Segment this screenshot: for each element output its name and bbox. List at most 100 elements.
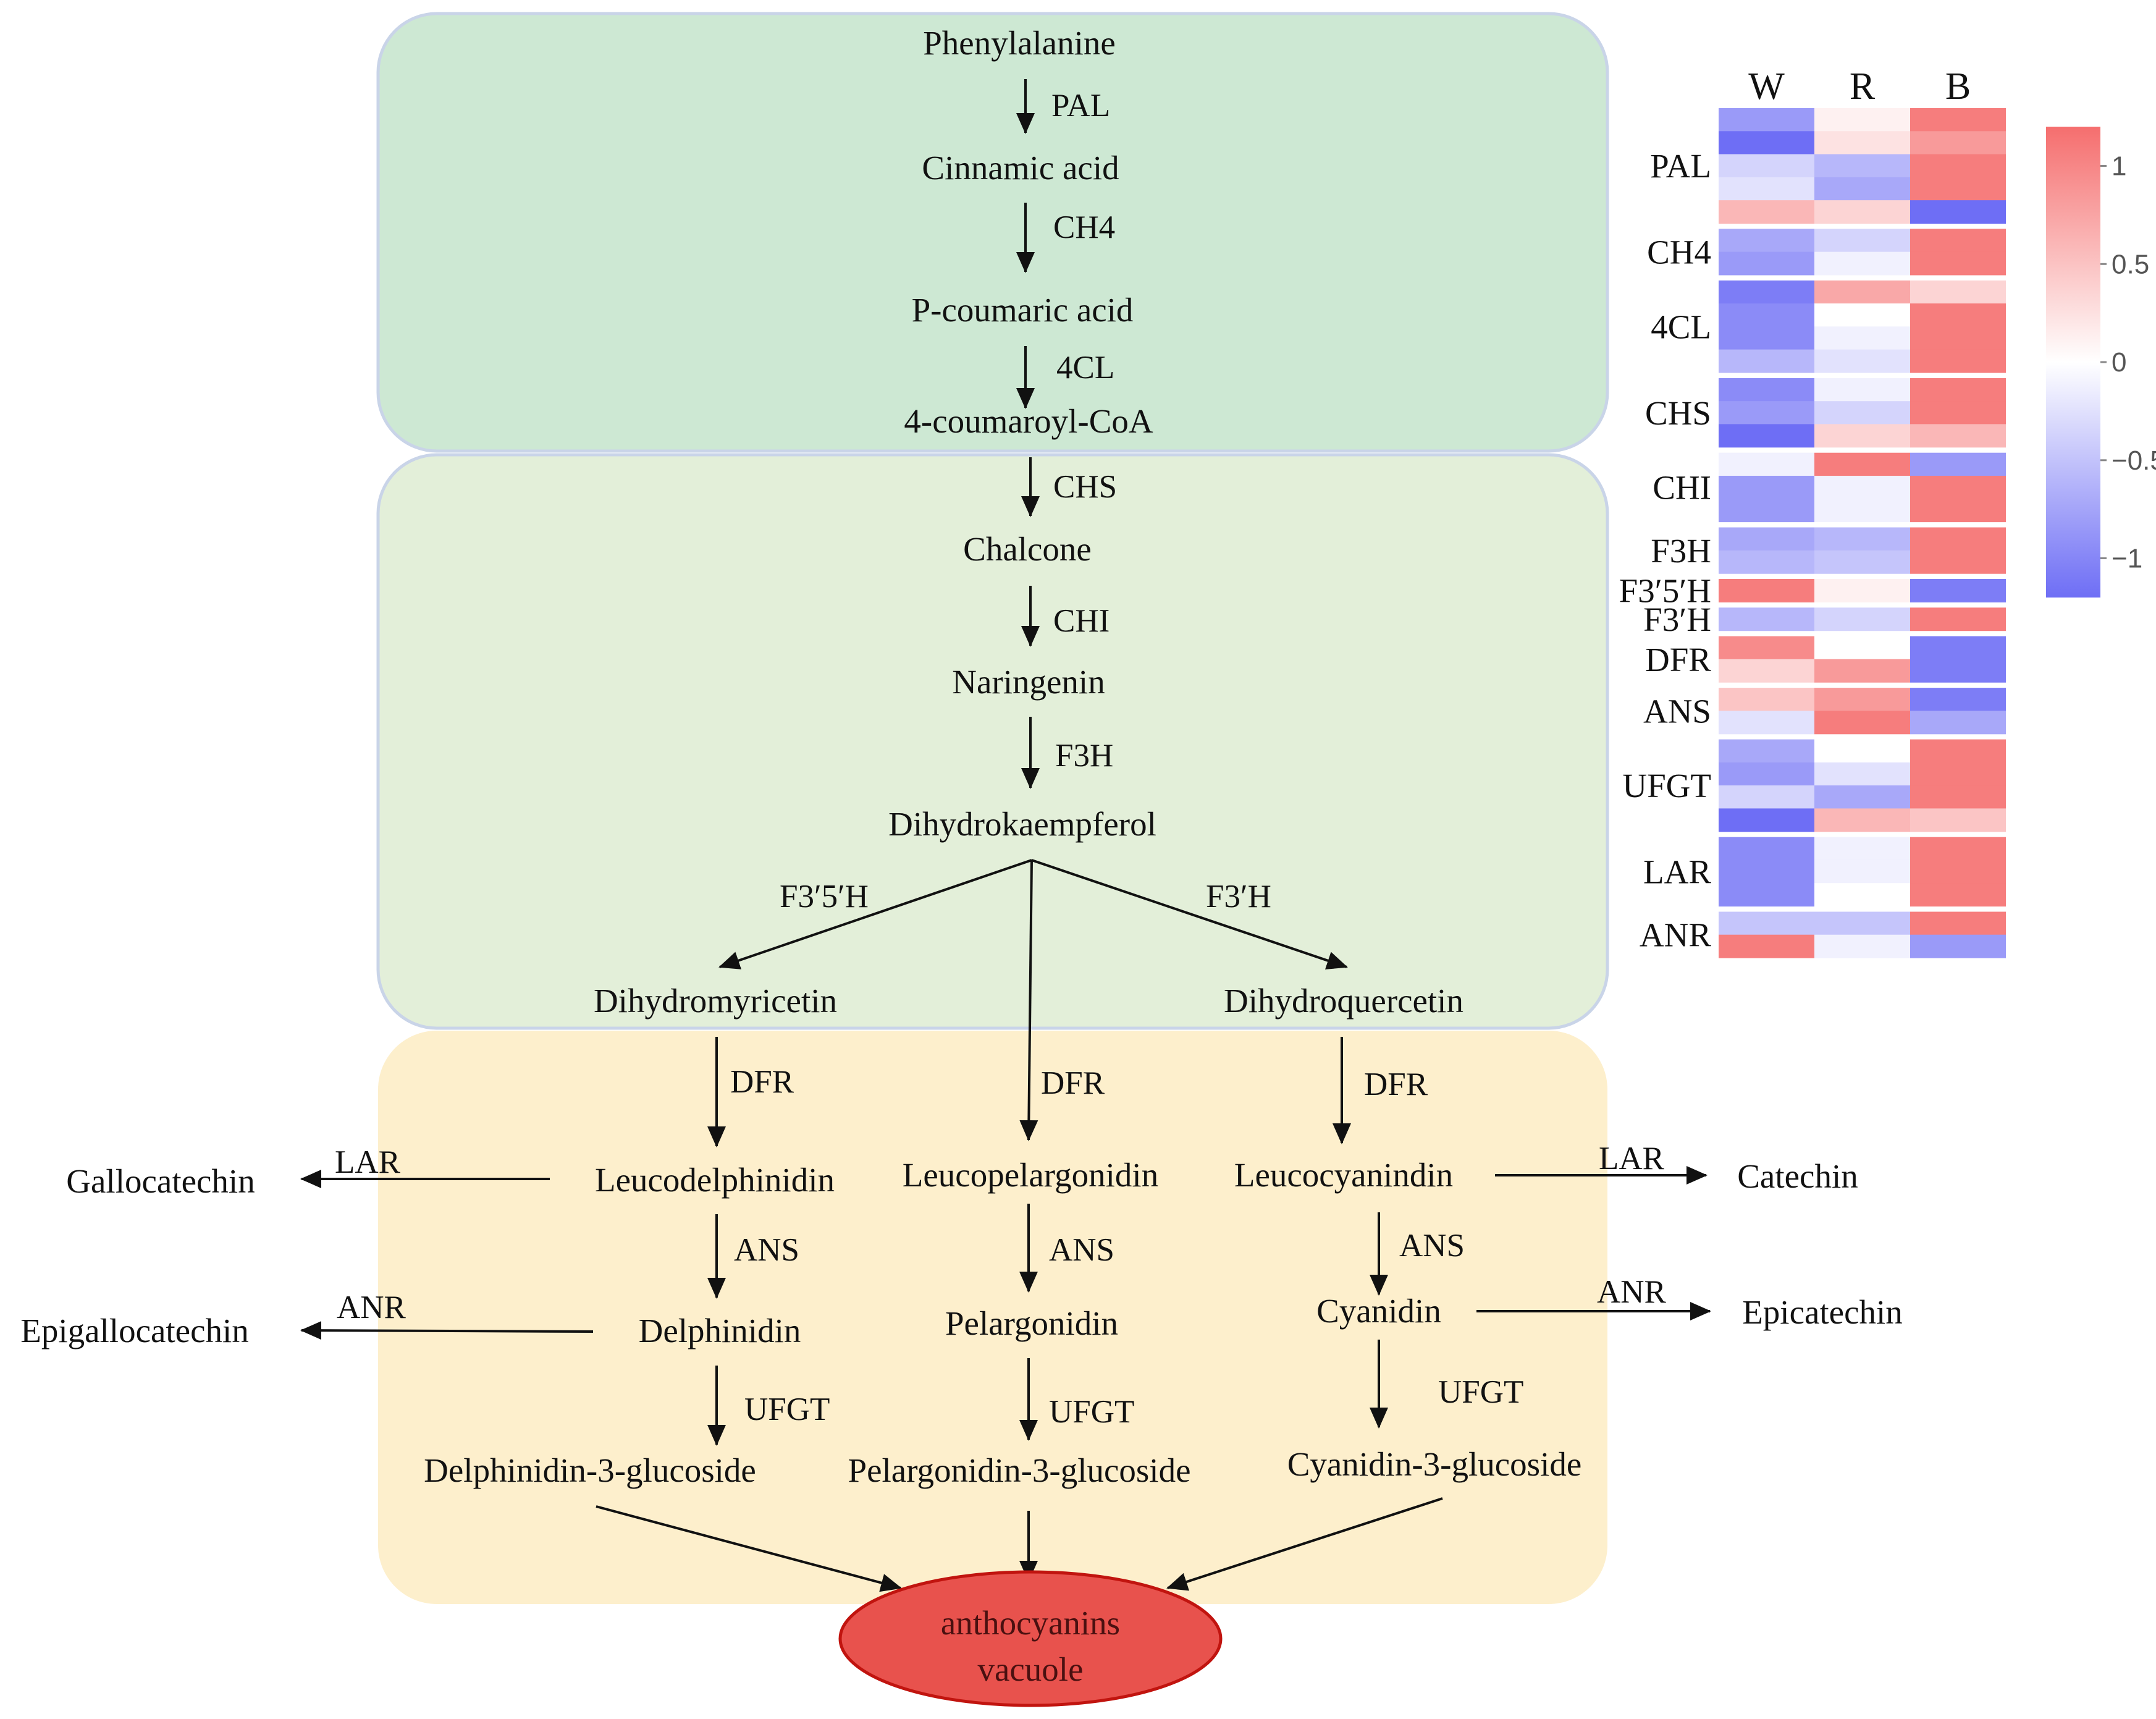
heatmap-cell — [1814, 934, 1910, 958]
node-dihydroquercetin: Dihydroquercetin — [1224, 982, 1463, 1020]
heatmap-cell — [1814, 911, 1910, 936]
heatmap-cell — [1719, 499, 1814, 523]
heatmap-cell — [1719, 607, 1814, 631]
heatmap-column-r: R — [1850, 65, 1876, 108]
enzyme-ufgt-left: UFGT — [744, 1392, 830, 1427]
heatmap-column-w: W — [1748, 65, 1785, 108]
heatmap-cell — [1910, 739, 2006, 763]
heatmap-cell — [1719, 785, 1814, 809]
heatmap-cell — [1910, 837, 2006, 861]
heatmap-gene-pal: PAL — [1650, 147, 1711, 185]
heatmap-gene-f35h: F3′5′H — [1619, 572, 1711, 610]
heatmap-cell — [1814, 607, 1910, 631]
heatmap-cell — [1814, 579, 1910, 602]
colorbar-ticks: 10.50−0.5−1 — [2100, 151, 2156, 574]
heatmap-cell — [1910, 579, 2006, 602]
enzyme-f3h: F3H — [1055, 738, 1113, 774]
heatmap-cell — [1910, 326, 2006, 350]
heatmap-cell — [1719, 154, 1814, 178]
vacuole-label-line2: vacuole — [977, 1650, 1083, 1688]
heatmap-cell — [1719, 711, 1814, 735]
enzyme-f3ph: F3′H — [1206, 879, 1271, 914]
heatmap-cell — [1910, 476, 2006, 499]
heatmap-cell — [1719, 424, 1814, 448]
heatmap-cell — [1910, 762, 2006, 786]
heatmap-gene-ans: ANS — [1643, 692, 1711, 730]
heatmap-cell — [1814, 108, 1910, 132]
heatmap-cell — [1814, 527, 1910, 551]
heatmap-cell — [1910, 607, 2006, 631]
heatmap-gene-f3h: F3H — [1651, 532, 1711, 570]
heatmap-cell — [1814, 131, 1910, 155]
arrow-delphinidin-epigallocatechin — [300, 1321, 594, 1340]
node-delphinidin-3-glucoside: Delphinidin-3-glucoside — [424, 1451, 756, 1489]
heatmap-cell — [1719, 579, 1814, 602]
heatmap-cell — [1814, 550, 1910, 574]
enzyme-dfr-middle: DFR — [1041, 1065, 1105, 1101]
heatmap-cell — [1814, 349, 1910, 373]
heatmap-cell — [1719, 303, 1814, 327]
heatmap-cell — [1814, 837, 1910, 861]
metabolite-labels: Phenylalanine Cinnamic acid P-coumaric a… — [20, 24, 1903, 1489]
heatmap-cell — [1814, 200, 1910, 224]
heatmap-cell — [1910, 550, 2006, 574]
node-pelargonidin-3-glucoside: Pelargonidin-3-glucoside — [848, 1451, 1191, 1489]
enzyme-dfr-left: DFR — [730, 1064, 794, 1100]
heatmap-cell — [1719, 131, 1814, 155]
heatmap-cell — [1719, 200, 1814, 224]
enzyme-ans-middle: ANS — [1049, 1232, 1114, 1268]
heatmap-cell — [1719, 688, 1814, 711]
heatmap-cell — [1814, 688, 1910, 711]
arrow-dhk-dhq — [1031, 859, 1348, 969]
heatmap-cell — [1814, 229, 1910, 253]
heatmap-cell — [1910, 883, 2006, 907]
heatmap-cell — [1910, 785, 2006, 809]
vacuole-label-line1: anthocyanins — [941, 1604, 1120, 1642]
heatmap-cell — [1814, 762, 1910, 786]
heatmap-cell — [1910, 251, 2006, 276]
node-leucocyanindin: Leucocyanindin — [1234, 1156, 1453, 1194]
heatmap-cell — [1719, 280, 1814, 304]
heatmap-cell — [1814, 326, 1910, 350]
heatmap-cell — [1910, 200, 2006, 224]
heatmap-cell — [1719, 108, 1814, 132]
heatmap-gene-lar: LAR — [1643, 853, 1711, 891]
enzyme-ans-left: ANS — [734, 1232, 799, 1268]
heatmap-cell — [1719, 837, 1814, 861]
heatmap-cell — [1814, 154, 1910, 178]
enzyme-lar-right: LAR — [1599, 1141, 1665, 1176]
heatmap-cell — [1814, 636, 1910, 660]
heatmap-cell — [1814, 280, 1910, 304]
heatmap-cell — [1719, 378, 1814, 402]
heatmap-cell — [1719, 550, 1814, 574]
heatmap-cell — [1910, 177, 2006, 201]
node-dihydrokaempferol: Dihydrokaempferol — [888, 805, 1156, 843]
arrow-dhk-leucopelargonidin — [1019, 860, 1038, 1141]
heatmap-cell — [1814, 401, 1910, 425]
heatmap-cell — [1814, 883, 1910, 907]
heatmap-cell — [1719, 636, 1814, 660]
arrow-d3g-vacuole — [596, 1505, 902, 1592]
heatmap-cell — [1814, 424, 1910, 448]
node-pelargonidin: Pelargonidin — [945, 1304, 1118, 1342]
heatmap-cell — [1814, 739, 1910, 763]
heatmap-cell — [1719, 476, 1814, 499]
node-phenylalanine: Phenylalanine — [923, 24, 1116, 62]
node-delphinidin: Delphinidin — [639, 1312, 801, 1349]
heatmap-cell — [1910, 131, 2006, 155]
heatmap-cell — [1719, 401, 1814, 425]
heatmap-gene-anr: ANR — [1640, 916, 1711, 954]
heatmap-cell — [1719, 860, 1814, 884]
node-naringenin: Naringenin — [952, 663, 1105, 701]
enzyme-anr-left: ANR — [337, 1290, 406, 1325]
heatmap-cell — [1910, 108, 2006, 132]
heatmap-cell — [1910, 527, 2006, 551]
heatmap-cell — [1910, 688, 2006, 711]
heatmap-cell — [1814, 785, 1910, 809]
enzyme-dfr-right: DFR — [1364, 1066, 1428, 1102]
heatmap-cell — [1910, 280, 2006, 304]
heatmap-cell — [1910, 452, 2006, 476]
node-4-coumaroyl-coa: 4-coumaroyl-CoA — [904, 402, 1153, 440]
